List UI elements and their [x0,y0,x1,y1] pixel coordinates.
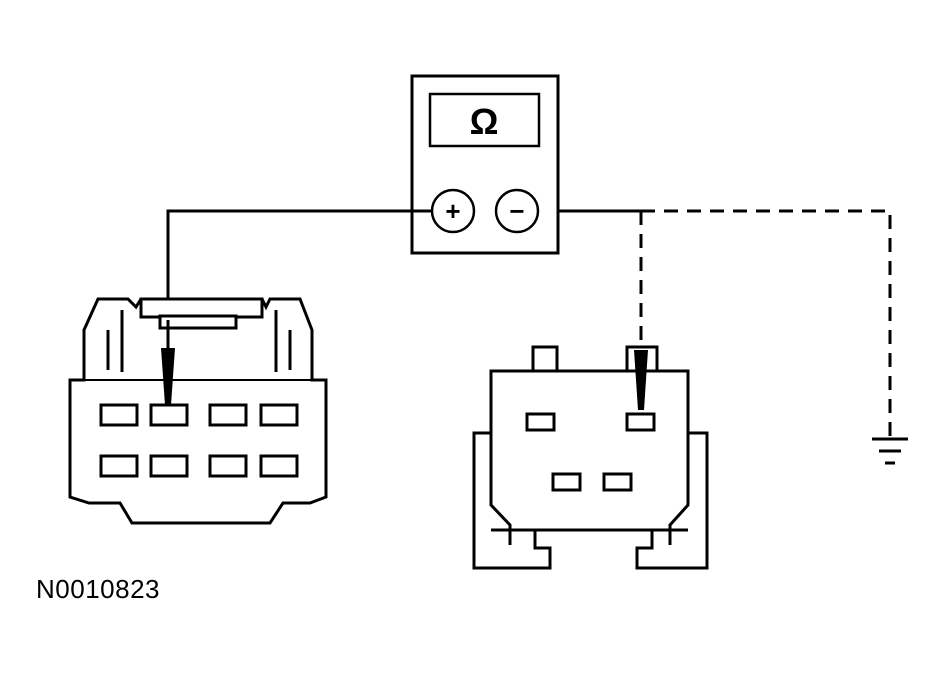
cavity [259,454,299,478]
positive-terminal-label: + [445,196,460,226]
test-probe-icon [634,350,648,410]
right-connector [472,345,709,570]
ground-symbol-icon [872,437,908,465]
negative-terminal [494,188,540,234]
cavity [259,403,299,427]
cavity [149,403,189,427]
negative-lead-to-ground [641,209,892,437]
cavity [99,454,139,478]
cavity [149,454,189,478]
cavity [551,472,582,492]
test-probe-icon [161,320,175,405]
ohmmeter: Ω + − [410,74,560,255]
meter-display [428,92,541,148]
negative-terminal-label: − [509,196,524,226]
cavity [602,472,633,492]
left-connector [68,297,328,525]
ohm-symbol: Ω [470,101,499,142]
cavity [525,412,556,432]
figure-id: N0010823 [36,574,160,604]
cavity [208,403,248,427]
cavity [99,403,139,427]
cavity [208,454,248,478]
cavity [625,412,656,432]
